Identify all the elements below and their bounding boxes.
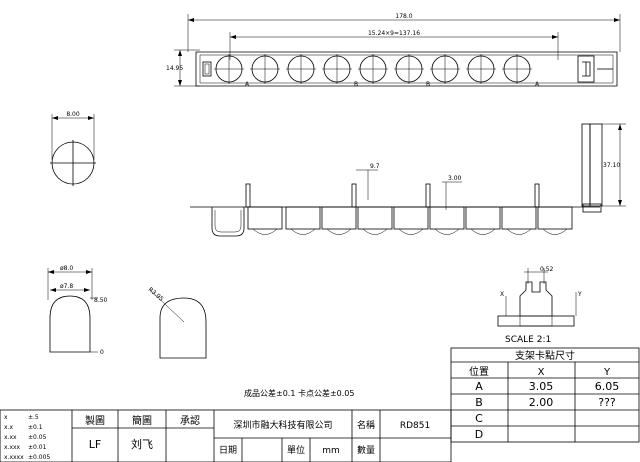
lamp-body [429, 206, 465, 235]
tb-drawn-value: LF [89, 438, 101, 451]
lower-zero-mark: 0 [100, 349, 104, 356]
clip-dimension-table: 支架卡點尺寸 位置 X Y A 3.05 6.05B 2.00??? CD [450, 347, 640, 443]
table-header-y: Y [603, 367, 611, 378]
hole-letter-a1: A [245, 81, 250, 88]
tb-name-label: 名稱 [357, 419, 375, 431]
hole [358, 54, 388, 84]
table-header-pos: 位置 [469, 365, 489, 378]
hole [466, 54, 496, 84]
hole [214, 54, 244, 84]
tb-unit-value: mm [322, 446, 340, 456]
tolerance-key: x [4, 414, 8, 421]
left-width-dim: 8.00 [66, 111, 80, 118]
lower-dia-inner: ø7.8 [60, 283, 73, 290]
hole-letter-b1: B [354, 81, 358, 88]
table-cell-x: 2.00 [529, 396, 554, 409]
hole [286, 54, 316, 84]
hole [430, 54, 460, 84]
tolerance-value: ±0.005 [28, 454, 50, 461]
detail-label-x: X [500, 291, 504, 298]
table-title: 支架卡點尺寸 [515, 349, 575, 362]
tolerance-key: x.x [4, 424, 13, 431]
tb-name-value: RD851 [400, 421, 430, 431]
hole-letter-b2: B [426, 81, 430, 88]
lamp-body [537, 206, 573, 235]
tolerance-key: x.xxx [4, 444, 21, 451]
tolerance-value: ±0.05 [28, 434, 47, 441]
table-cell-pos: B [475, 396, 483, 409]
title-block: 製圖 簡圖 承認 LF 刘飞 深圳市融大科技有限公司 名稱 RD851 日期 單… [0, 409, 452, 462]
detail-dim: 0.52 [540, 266, 554, 273]
tolerance-value: ±0.01 [28, 444, 47, 451]
side-height-dim: 37.10 [603, 162, 620, 169]
lower-height-dim: 8.50 [94, 297, 108, 304]
pitch-dim: 15.24×9=137.16 [368, 30, 420, 37]
lamp-body [465, 206, 501, 235]
lamp-body [285, 206, 321, 235]
tb-check-value: 刘飞 [131, 438, 153, 451]
lower-dia-outer: ø8.0 [60, 265, 73, 272]
tolerance-value: ±.5 [28, 414, 39, 421]
tolerance-note: 成品公差±0.1 卡点公差±0.05 [244, 388, 354, 398]
tb-date-label: 日期 [219, 445, 237, 456]
tb-drawn-label: 製圖 [85, 414, 105, 427]
side-view: 9.7 3.00 37.10 [190, 123, 626, 237]
side-dim-a: 9.7 [370, 163, 380, 170]
detail-view: 0.52 X Y SCALE 2:1 [497, 266, 582, 345]
detail-label-y: Y [577, 291, 582, 298]
hole [250, 54, 280, 84]
table-cell-y: 6.05 [595, 380, 620, 393]
lamp-body [321, 206, 357, 235]
tb-unit-label: 單位 [287, 444, 305, 456]
hole [502, 54, 532, 84]
lamp-body [247, 206, 283, 235]
tolerance-key: x.xxxx [4, 454, 24, 461]
table-cell-pos: A [475, 380, 483, 393]
tb-approve-label: 承認 [180, 414, 200, 427]
top-view: 178.0 15.24×9=137.16 14.95 A B B A [166, 13, 621, 88]
detail-scale: SCALE 2:1 [505, 335, 551, 345]
lamp-body [357, 206, 393, 235]
table-cell-y: ??? [598, 396, 616, 409]
lamp-body [501, 206, 537, 235]
left-end-view: 8.00 [50, 111, 96, 186]
table-cell-pos: C [475, 412, 483, 425]
tilted-view: R3.95 [147, 286, 207, 359]
hole [394, 54, 424, 84]
tolerance-key: x.xx [4, 434, 17, 441]
side-dim-b: 3.00 [448, 175, 462, 182]
hole [322, 54, 352, 84]
overall-length-dim: 178.0 [395, 13, 412, 20]
tb-qty-label: 數量 [357, 444, 375, 456]
hole-letter-a2: A [535, 81, 540, 88]
table-cell-pos: D [475, 428, 483, 441]
table-header-x: X [538, 367, 545, 378]
height-dim: 14.95 [166, 65, 183, 72]
tb-company: 深圳市融大科技有限公司 [233, 419, 332, 431]
lamp-body [393, 206, 429, 235]
tilted-radius-dim: R3.95 [147, 286, 165, 303]
tolerance-value: ±0.1 [28, 424, 43, 431]
table-cell-x: 3.05 [529, 380, 554, 393]
tb-check-label: 簡圖 [132, 414, 152, 427]
lower-left-view: ø8.0 ø7.8 8.50 0 [47, 265, 108, 356]
